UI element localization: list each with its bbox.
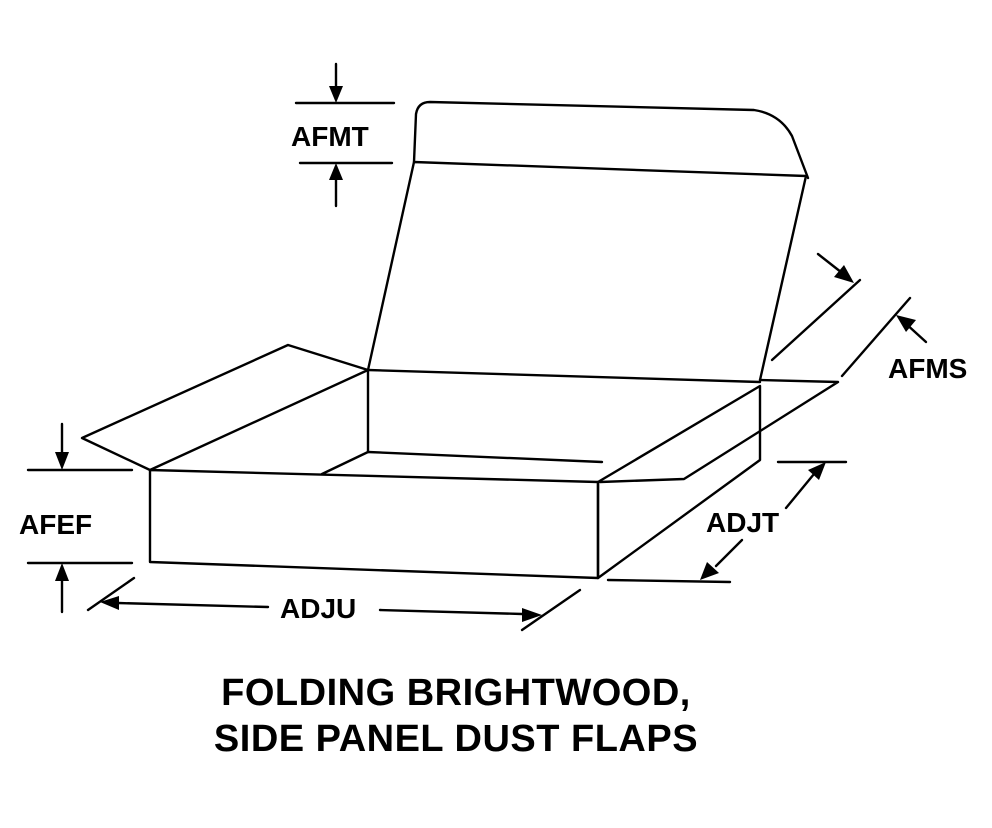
floor-back-edge [366, 450, 604, 464]
back-wall-top-edge [366, 368, 762, 384]
right-side-panel [596, 384, 762, 580]
afms-dimension: AFMS [770, 252, 967, 384]
floor-left-edge [320, 450, 370, 476]
left-dust-flap [80, 343, 370, 472]
lid-panel [366, 160, 808, 382]
left-wall-top-edge [148, 368, 370, 472]
afms-label: AFMS [888, 353, 967, 384]
adjt-label: ADJT [706, 507, 779, 538]
adjt-dimension: ADJT [606, 460, 848, 584]
lid-tuck-flap [412, 100, 810, 180]
afmt-label: AFMT [291, 121, 369, 152]
adju-dimension: ADJU [86, 576, 582, 632]
front-panel [148, 468, 600, 580]
afef-label: AFEF [19, 509, 92, 540]
adju-label: ADJU [280, 593, 356, 624]
caption-title-line-2: SIDE PANEL DUST FLAPS [213, 718, 699, 760]
right-dust-flap [598, 378, 840, 484]
afmt-dimension: AFMT [291, 62, 396, 208]
caption-title-line-1: FOLDING BRIGHTWOOD, [221, 672, 691, 714]
afef-dimension: AFEF [19, 422, 134, 614]
